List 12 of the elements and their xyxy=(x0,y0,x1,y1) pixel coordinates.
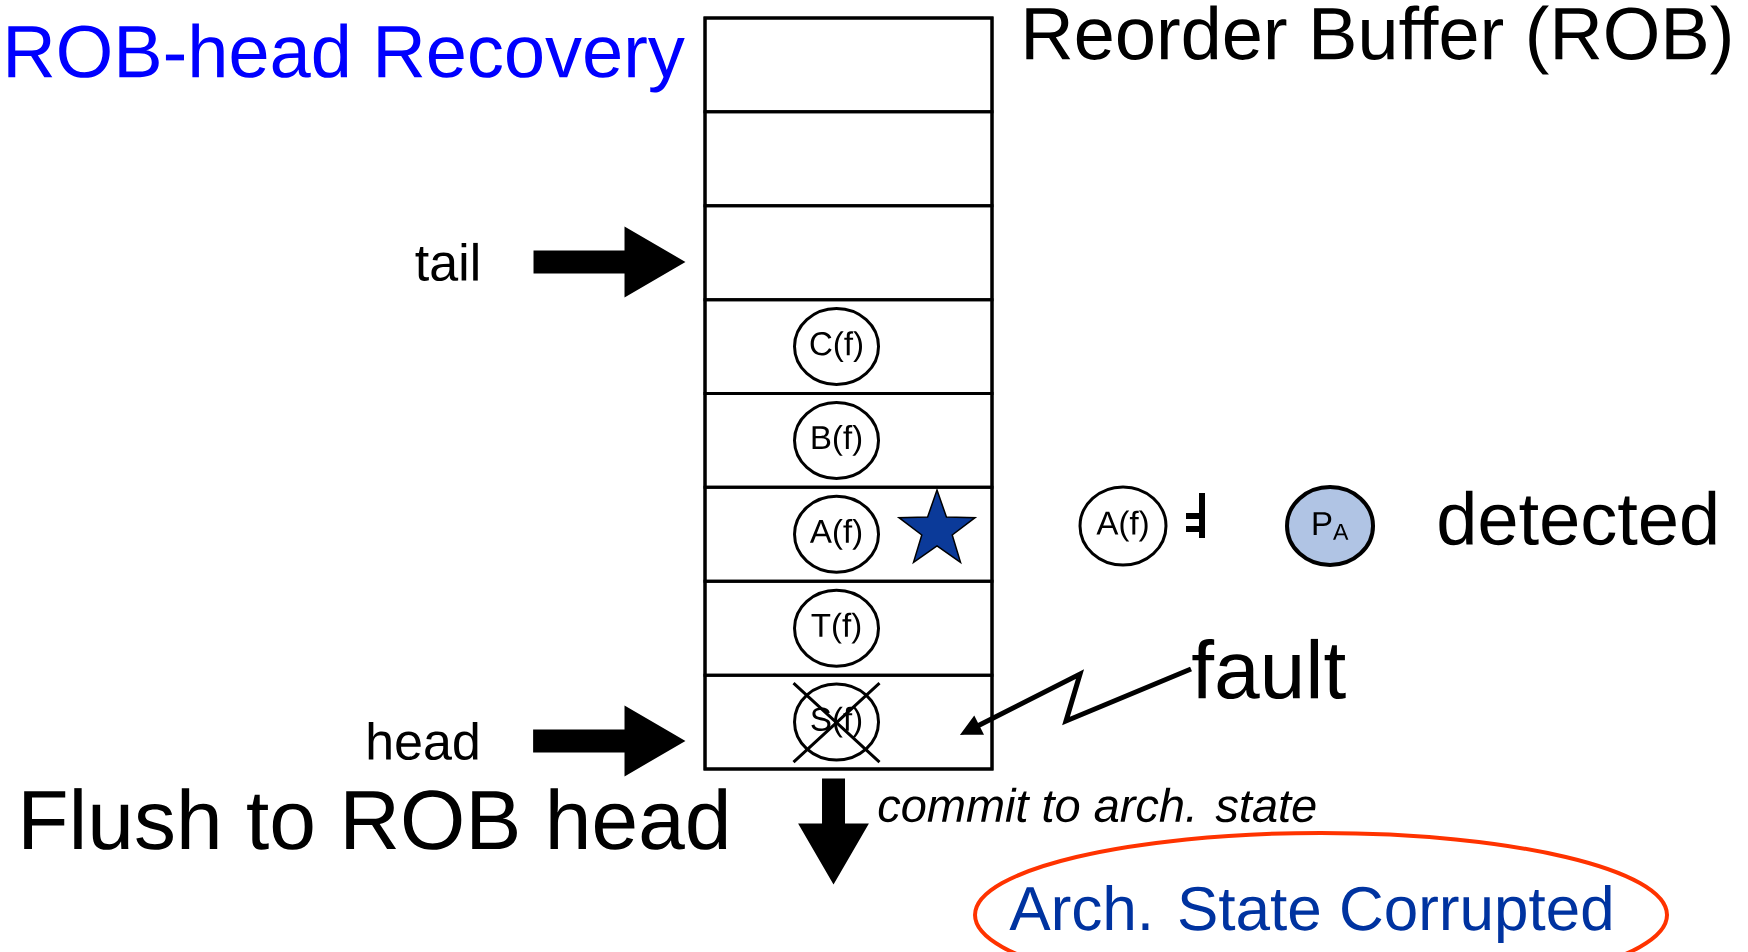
pointer-label: head xyxy=(368,721,478,761)
caption-text: detected xyxy=(1439,490,1716,546)
fault-label: fault xyxy=(1192,638,1346,700)
buffer-entry xyxy=(703,391,994,489)
buffer-entry xyxy=(703,579,994,677)
title: ROB-head Recovery xyxy=(8,23,685,93)
buffer-entry xyxy=(703,485,994,583)
buffer-entry xyxy=(703,673,994,771)
caption-text: Flush to ROB head xyxy=(24,788,727,850)
edge-label: commit to arch. state xyxy=(878,787,1316,823)
node-label: Reorder Buffer (ROB) xyxy=(1026,5,1730,75)
pointer-label: tail xyxy=(415,242,478,282)
